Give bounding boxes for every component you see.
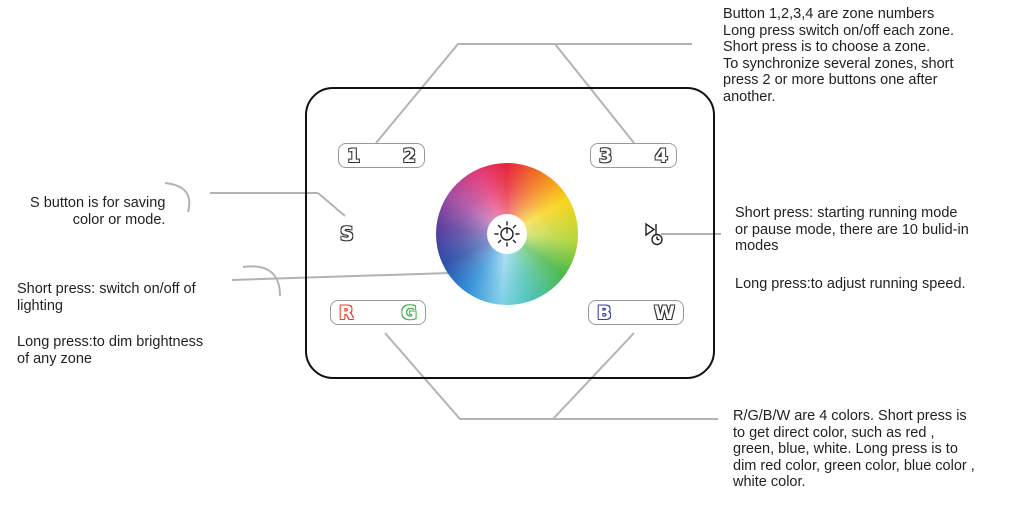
mode-short-annotation: Short press: starting running mode or pa… (735, 205, 969, 254)
zones-annotation: Button 1,2,3,4 are zone numbers Long pre… (723, 6, 955, 105)
power-button[interactable] (487, 214, 527, 254)
power-callout-arc (242, 265, 281, 297)
red-button[interactable]: R (339, 301, 354, 324)
white-button[interactable]: W (654, 301, 675, 324)
color-buttons-right: B W (588, 300, 684, 325)
power-dimmer-icon (494, 221, 520, 247)
zone-buttons-right: 3 4 (590, 143, 677, 168)
zone-2-button[interactable]: 2 (402, 144, 416, 167)
zone-1-button[interactable]: 1 (347, 144, 361, 167)
save-s-button[interactable]: S (340, 223, 354, 245)
blue-button[interactable]: B (597, 301, 612, 324)
zone-callout-line (375, 43, 692, 144)
colors-callout-branch (552, 332, 635, 420)
power-long-annotation: Long press:to dim brightness of any zone (17, 334, 204, 367)
mode-long-annotation: Long press:to adjust running speed. (735, 276, 966, 292)
green-button[interactable]: G (401, 301, 417, 324)
zone-buttons-left: 1 2 (338, 143, 425, 168)
zone-callout-branch (554, 43, 635, 144)
colors-callout-line (384, 332, 718, 420)
power-short-annotation: Short press: switch on/off of lighting (17, 281, 196, 314)
zone-4-button[interactable]: 4 (654, 144, 668, 167)
control-panel (305, 87, 715, 379)
s-callout-diag (317, 192, 346, 217)
play-pause-timer-icon[interactable] (643, 221, 665, 247)
color-buttons-left: R G (330, 300, 426, 325)
s-button-annotation: S button is for saving color or mode. (30, 195, 166, 228)
colors-annotation: R/G/B/W are 4 colors. Short press is to … (733, 408, 975, 490)
s-callout-arc (164, 182, 191, 213)
power-callout-line (231, 271, 481, 281)
zone-3-button[interactable]: 3 (599, 144, 613, 167)
